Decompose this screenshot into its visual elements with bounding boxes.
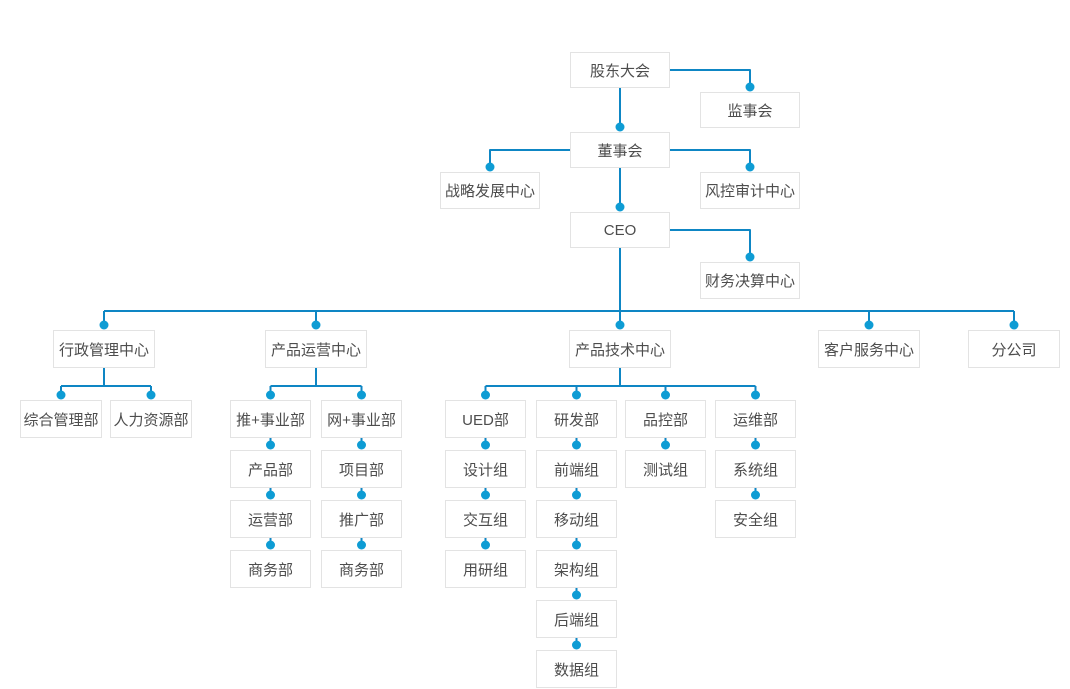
org-node-testing-group: 测试组 [625,450,706,488]
org-node-frontend-group: 前端组 [536,450,617,488]
org-node-architecture-group: 架构组 [536,550,617,588]
org-node-operation-dept: 运营部 [230,500,311,538]
org-node-project-dept: 项目部 [321,450,402,488]
org-node-risk-audit-center: 风控审计中心 [700,172,800,209]
org-node-product-operation-center: 产品运营中心 [265,330,367,368]
org-node-strategy-development-center: 战略发展中心 [440,172,540,209]
org-node-promotion-dept: 推广部 [321,500,402,538]
org-node-product-technology-center: 产品技术中心 [569,330,671,368]
org-node-tui-business-dept: 推+事业部 [230,400,311,438]
org-node-business-dept-left: 商务部 [230,550,311,588]
org-node-quality-control-dept: 品控部 [625,400,706,438]
org-node-supervisory-board: 监事会 [700,92,800,128]
org-node-product-dept: 产品部 [230,450,311,488]
org-node-admin-management-center: 行政管理中心 [53,330,155,368]
org-node-interaction-group: 交互组 [445,500,526,538]
org-node-general-management-dept: 综合管理部 [20,400,102,438]
org-node-board-of-directors: 董事会 [570,132,670,168]
org-node-hr-dept: 人力资源部 [110,400,192,438]
org-node-system-group: 系统组 [715,450,796,488]
org-node-design-group: 设计组 [445,450,526,488]
org-node-ceo: CEO [570,212,670,248]
org-node-ops-dept: 运维部 [715,400,796,438]
org-node-data-group: 数据组 [536,650,617,688]
org-node-mobile-group: 移动组 [536,500,617,538]
org-node-security-group: 安全组 [715,500,796,538]
org-node-financial-settlement-center: 财务决算中心 [700,262,800,299]
org-node-business-dept-right: 商务部 [321,550,402,588]
org-node-ued-dept: UED部 [445,400,526,438]
org-node-user-research-group: 用研组 [445,550,526,588]
org-node-branch-company: 分公司 [968,330,1060,368]
org-node-rnd-dept: 研发部 [536,400,617,438]
org-node-shareholders-meeting: 股东大会 [570,52,670,88]
org-node-wang-business-dept: 网+事业部 [321,400,402,438]
org-node-backend-group: 后端组 [536,600,617,638]
org-node-customer-service-center: 客户服务中心 [818,330,920,368]
